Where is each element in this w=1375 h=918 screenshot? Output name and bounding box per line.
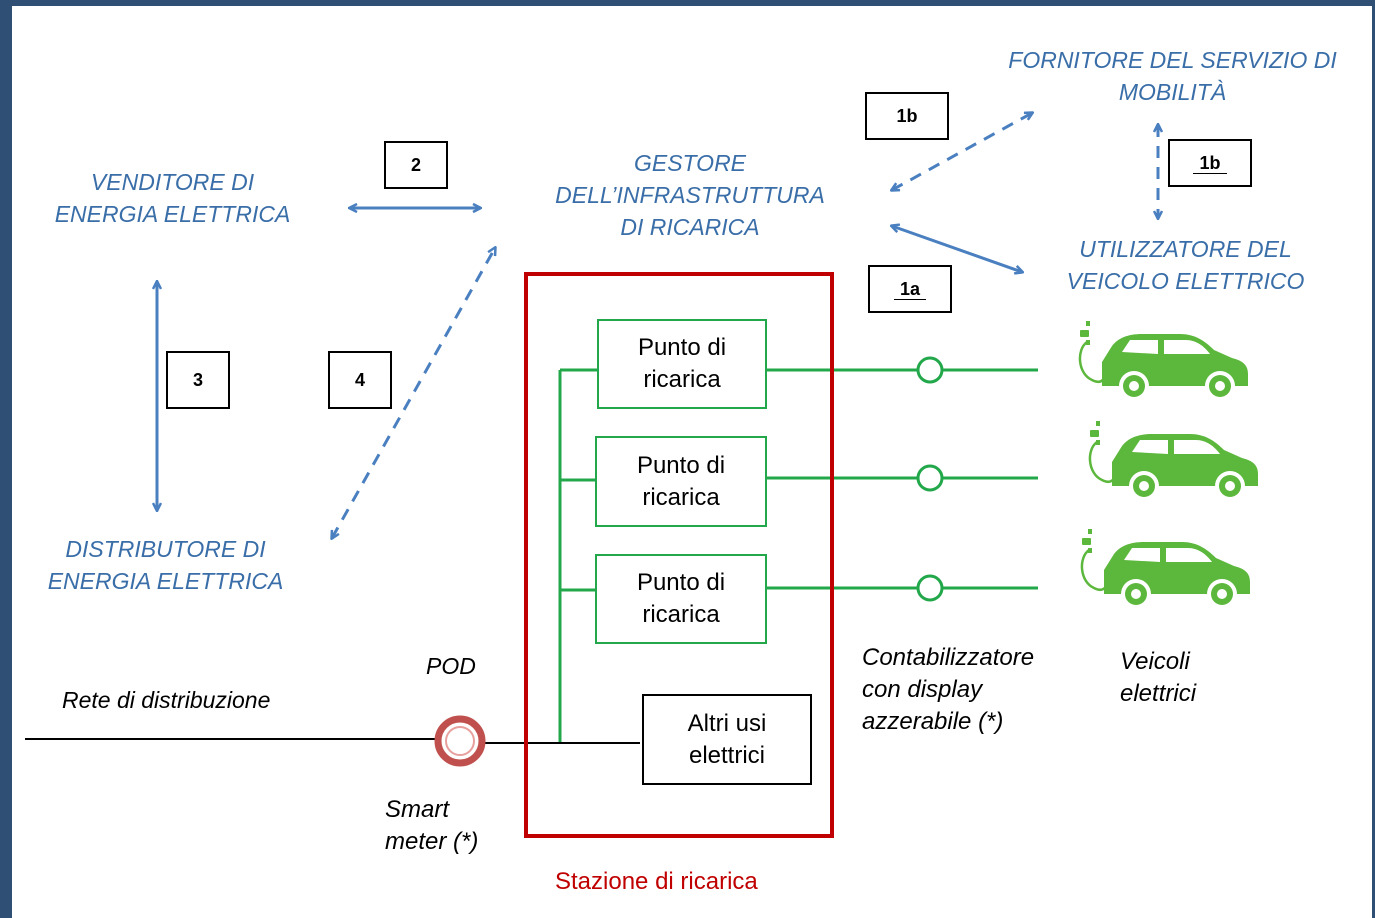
arrow-1a bbox=[892, 226, 1022, 272]
smart-meter-icon bbox=[434, 715, 486, 767]
electric-car-icon bbox=[1080, 529, 1250, 609]
electric-car-icon bbox=[1078, 321, 1248, 401]
pod-label: POD bbox=[426, 653, 476, 679]
meter-circle-1 bbox=[916, 356, 944, 384]
meter-circle-2 bbox=[916, 464, 944, 492]
electric-car-icon bbox=[1088, 421, 1258, 501]
relation-1a: 1a bbox=[868, 265, 952, 313]
station-caption: Stazione di ricarica bbox=[555, 868, 758, 895]
relation-2: 2 bbox=[384, 141, 448, 189]
relation-1b-top: 1b bbox=[865, 92, 949, 140]
relation-4: 4 bbox=[328, 351, 392, 409]
relation-1b-right: 1b bbox=[1168, 139, 1252, 187]
arrow-4 bbox=[332, 248, 495, 538]
station-border bbox=[524, 272, 834, 838]
arrow-1b-top bbox=[892, 113, 1032, 190]
meter-circle-3 bbox=[916, 574, 944, 602]
relation-3: 3 bbox=[166, 351, 230, 409]
network-label: Rete di distribuzione bbox=[62, 687, 271, 713]
